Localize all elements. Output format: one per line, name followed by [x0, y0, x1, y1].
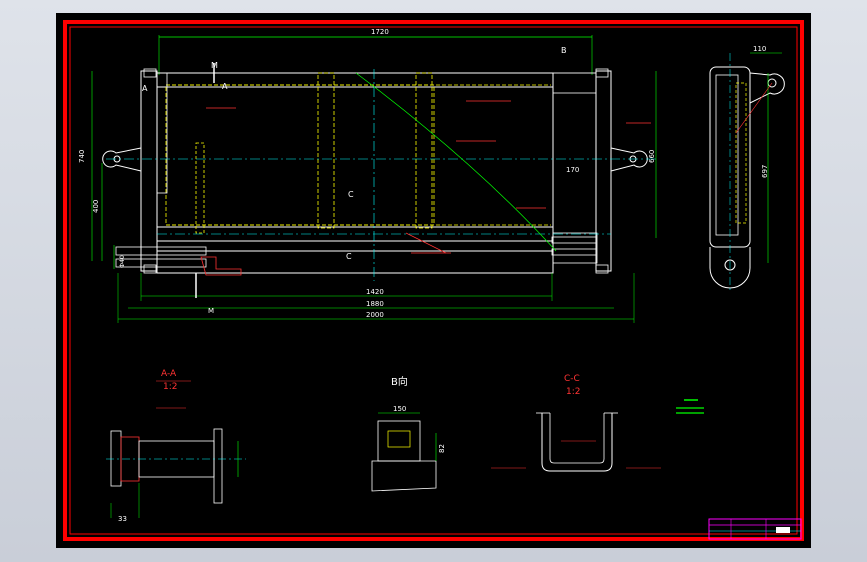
cad-viewport[interactable]: 1720 740 400 660 170 1420 1880 2000 Ф40 … [56, 13, 811, 548]
mark-m-bottom: M [208, 307, 214, 315]
mark-b: B [561, 46, 567, 55]
dim-740: 740 [78, 150, 86, 163]
drawing-canvas: 1720 740 400 660 170 1420 1880 2000 Ф40 … [63, 20, 804, 541]
aa-title: A-A [161, 369, 177, 379]
b-title: B向 [391, 375, 408, 388]
side-view [709, 52, 785, 293]
pipe-dim: Ф40 [119, 255, 126, 268]
dim-150: 150 [393, 405, 406, 413]
dim-2000: 2000 [366, 311, 384, 319]
view-b [371, 412, 437, 492]
dim-1720: 1720 [371, 28, 389, 36]
inner-border [69, 26, 798, 535]
outer-border [63, 20, 804, 541]
mark-a-left: A [142, 84, 148, 93]
mark-c-mid: C [348, 190, 354, 199]
mark-c-low: C [346, 252, 352, 261]
dim-697: 697 [761, 165, 769, 178]
technical-notes [676, 399, 704, 414]
mark-m-top: M [211, 61, 218, 70]
dim-33: 33 [118, 515, 127, 523]
dim-170: 170 [566, 166, 579, 174]
dim-110: 110 [753, 45, 766, 53]
dim-400: 400 [92, 200, 100, 213]
aa-scale: 1:2 [163, 382, 177, 392]
dim-1420: 1420 [366, 288, 384, 296]
section-cc [491, 412, 661, 472]
cc-scale: 1:2 [566, 387, 580, 397]
main-view [91, 35, 657, 323]
title-block [708, 518, 802, 540]
dim-660: 660 [648, 150, 656, 163]
mark-a-right: A [222, 82, 228, 91]
dim-82: 82 [438, 444, 446, 453]
section-aa [106, 380, 246, 518]
dim-1880: 1880 [366, 300, 384, 308]
cc-title: C-C [564, 374, 580, 384]
